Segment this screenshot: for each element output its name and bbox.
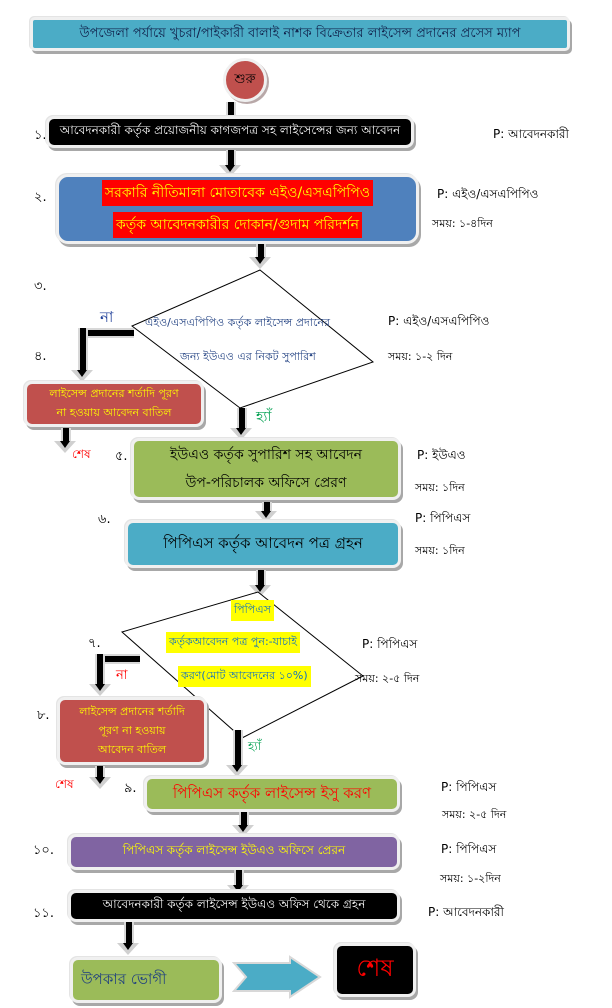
- arrow-down-icon: [249, 257, 271, 269]
- connector: [61, 428, 71, 442]
- connector: [239, 812, 249, 826]
- step-number: ৪.: [34, 349, 47, 364]
- step-2-line-1: সরকারি নীতিমালা মোতাবেক এইও/এসএপিপিও: [101, 180, 374, 206]
- final-end-label: শেষ: [356, 954, 394, 982]
- step-number: ২.: [34, 190, 47, 205]
- step-number: ৫.: [115, 449, 128, 464]
- connector: [256, 570, 266, 586]
- step-number: ৩.: [34, 279, 47, 294]
- connector: [124, 922, 134, 944]
- arrow-down-icon: [89, 777, 111, 789]
- step-3-time: সময়: ১-২ দিন: [388, 350, 453, 363]
- step-7-person: P: পিপিএস: [362, 637, 418, 651]
- step-8-line-3: আবেদন বাতিল: [97, 742, 167, 756]
- final-end-box: শেষ: [334, 943, 416, 997]
- connector: [78, 328, 134, 338]
- step-8-line-2: পূরণ না হওয়ায়: [98, 723, 166, 737]
- beneficiary-box: উপকার ভোগী: [70, 957, 222, 1003]
- arrow-down-icon: [230, 428, 252, 440]
- decision-7-line-2: কর্তৃকআবেদন পত্র পুন:-যাচাই: [166, 632, 300, 653]
- step-9-time: সময়: ২-৫ দিন: [442, 808, 507, 821]
- step-8-end-label: শেষ: [55, 777, 74, 791]
- decision-7-line-1: পিপিএস: [231, 600, 274, 621]
- step-10-person: P: পিপিএস: [441, 842, 497, 856]
- step-8-box: লাইসেন্স প্রদানের শর্তাদি পূরণ না হওয়ায…: [57, 697, 207, 765]
- beneficiary-label: উপকার ভোগী: [81, 969, 167, 988]
- step-4-box: লাইসেন্স প্রদানের শর্তাদি পূরণ না হওয়ায…: [24, 381, 204, 427]
- title-bar: উপজেলা পর্যায়ে খুচরা/পাইকারী বালাই নাশক…: [30, 17, 570, 51]
- decision-3-no-label: না: [100, 308, 114, 326]
- step-number: ১.: [34, 128, 47, 143]
- step-10-box: পিপিএস কর্তৃক লাইসেন্স ইউএও অফিসে প্রেরন: [68, 834, 400, 870]
- connector: [95, 766, 105, 778]
- step-9-text: পিপিএস কর্তৃক লাইসেন্স ইসু করণ: [172, 783, 372, 802]
- connector: [237, 408, 247, 428]
- step-4-line-1: লাইসেন্স প্রদানের শর্তাদি পূরণ: [49, 387, 179, 400]
- connector: [233, 730, 243, 765]
- step-number: ৬.: [98, 512, 111, 527]
- arrow-down-icon: [117, 943, 139, 955]
- decision-3-line-2: জন্য ইউএও এর নিকট সুপারিশ: [180, 350, 316, 363]
- step-9-box: পিপিএস কর্তৃক লাইসেন্স ইসু করণ: [144, 776, 400, 812]
- step-11-box: আবেদনকারী কর্তৃক লাইসেন্স ইউএও অফিস থেকে…: [68, 890, 400, 922]
- step-10-text: পিপিএস কর্তৃক লাইসেন্স ইউএও অফিসে প্রেরন: [122, 843, 346, 857]
- connector: [262, 502, 272, 512]
- step-number: ১১.: [33, 906, 55, 921]
- decision-7-line-3: করণ(মোট আবেদনের ১০%): [178, 666, 311, 687]
- connector: [234, 870, 244, 886]
- connector: [226, 150, 236, 166]
- arrow-down-icon: [226, 765, 248, 777]
- step-2-person: P: এইও/এসএপিপিও: [437, 187, 539, 201]
- connector: [78, 328, 88, 370]
- step-5-line-2: উপ-পরিচালক অফিসে প্রেরণ: [185, 475, 347, 491]
- connector: [226, 102, 236, 116]
- step-number: ৭.: [88, 636, 101, 651]
- connector: [95, 654, 105, 684]
- step-10-time: সময়: ১-২দিন: [440, 872, 501, 885]
- start-label: শুরু: [234, 71, 256, 87]
- start-node: শুরু: [223, 58, 267, 102]
- step-number: ১০.: [33, 843, 55, 858]
- decision-3-line-1: এইও/এসএপিপিও কর্তৃক লাইসেন্স প্রদানের: [145, 316, 331, 329]
- arrow-down-icon: [89, 684, 111, 696]
- step-1-text: আবেদনকারী কর্তৃক প্রয়োজনীয় কাগজপত্র সহ…: [59, 123, 401, 137]
- step-4-line-2: না হওয়ায় আবেদন বাতিল: [56, 406, 172, 419]
- step-6-box: পিপিএস কর্তৃক আবেদন পত্র গ্রহন: [125, 520, 401, 568]
- step-6-text: পিপিএস কর্তৃক আবেদন পত্র গ্রহন: [163, 533, 363, 552]
- step-number: ৮.: [37, 708, 50, 723]
- step-2-time: সময়: ১-৪দিন: [432, 217, 493, 230]
- step-11-person: P: আবেদনকারী: [428, 905, 504, 919]
- decision-7-yes-label: হ্যাঁ: [248, 739, 262, 753]
- step-7-time: সময়: ২-৫ দিন: [355, 672, 420, 685]
- step-number: ৯.: [124, 781, 137, 796]
- decision-7-no-label: না: [116, 668, 128, 683]
- connector: [95, 654, 140, 664]
- connector: [256, 244, 266, 258]
- step-1-box: আবেদনকারী কর্তৃক প্রয়োজনীয় কাগজপত্র সহ…: [46, 116, 414, 148]
- step-5-line-1: ইউএও কর্তৃক সুপারিশ সহ আবেদন: [170, 447, 362, 463]
- step-11-text: আবেদনকারী কর্তৃক লাইসেন্স ইউএও অফিস থেকে…: [102, 897, 366, 911]
- arrow-down-icon: [71, 370, 93, 382]
- page-title: উপজেলা পর্যায়ে খুচরা/পাইকারী বালাই নাশক…: [79, 25, 521, 41]
- step-9-person: P: পিপিএস: [441, 780, 497, 794]
- step-1-person: P: আবেদনকারী: [493, 127, 569, 141]
- step-2-line-2: কর্তৃক আবেদনকারীর দোকান/গুদাম পরিদর্শন: [113, 212, 362, 238]
- step-3-person: P: এইও/এসএপিপিও: [388, 314, 490, 328]
- step-5-person: P: ইউএও: [417, 448, 466, 462]
- step-5-box: ইউএও কর্তৃক সুপারিশ সহ আবেদন উপ-পরিচালক …: [131, 438, 401, 500]
- step-8-line-1: লাইসেন্স প্রদানের শর্তাদি: [79, 704, 185, 718]
- step-2-box: সরকারি নীতিমালা মোতাবেক এইও/এসএপিপিও কর্…: [56, 174, 419, 244]
- decision-3-yes-label: হ্যাঁ: [256, 409, 272, 425]
- right-arrow-icon: [232, 955, 322, 999]
- arrow-down-icon: [54, 441, 76, 453]
- step-6-time: সময়: ১দিন: [415, 544, 465, 557]
- step-5-time: সময়: ১দিন: [415, 481, 465, 494]
- step-4-end-label: শেষ: [72, 447, 91, 461]
- step-6-person: P: পিপিএস: [415, 511, 471, 525]
